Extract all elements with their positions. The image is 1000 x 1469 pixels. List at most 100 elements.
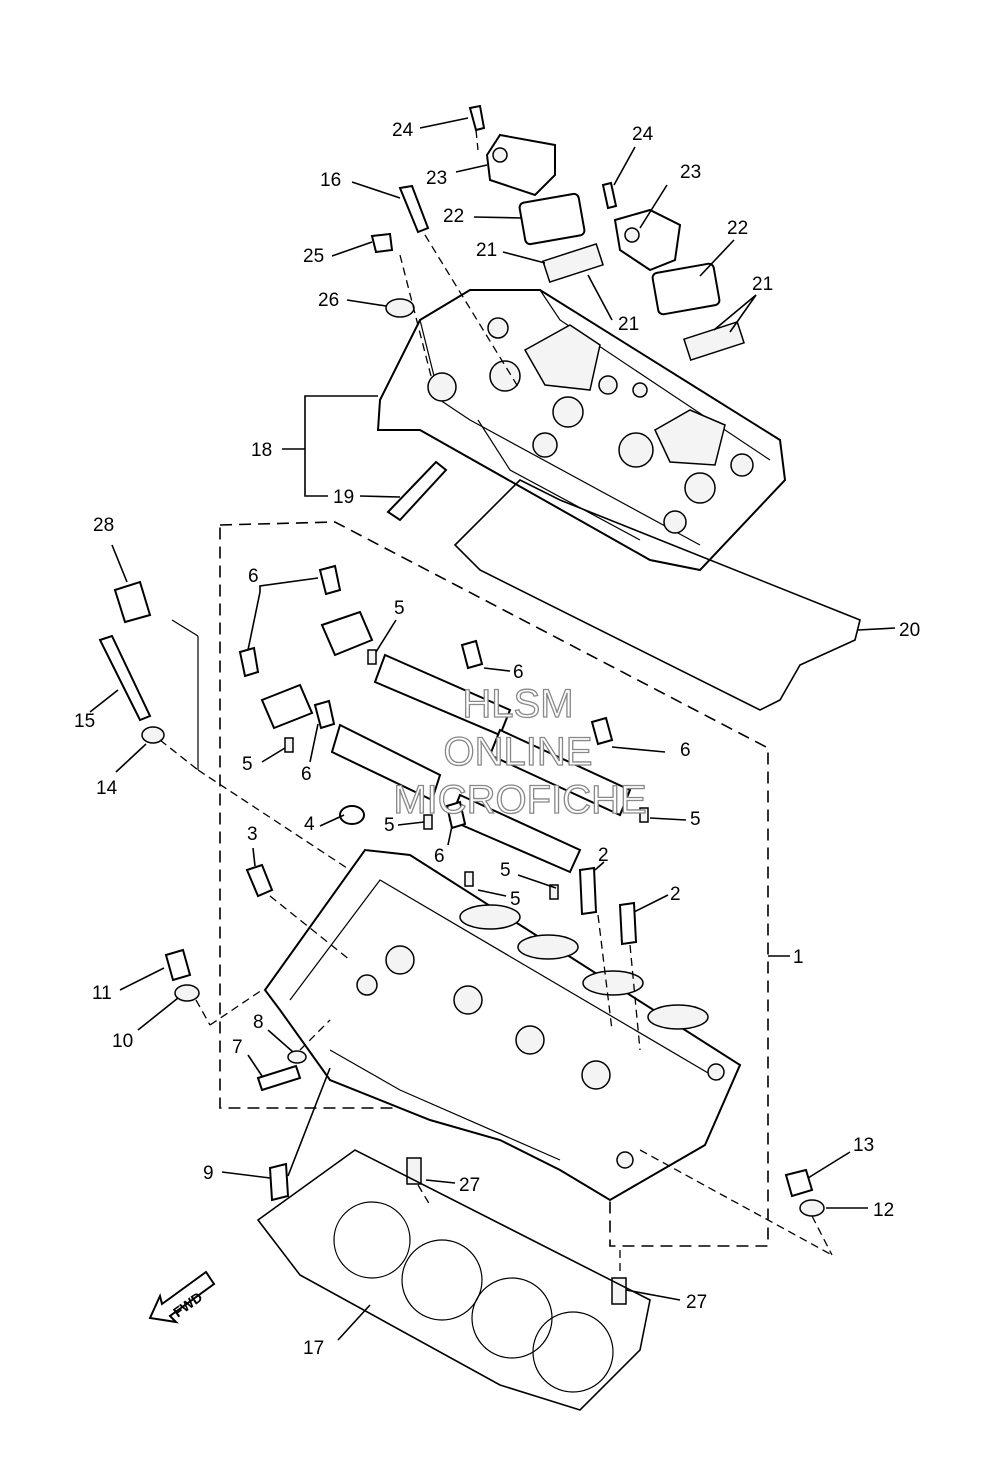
pin-5-f: [549, 884, 559, 900]
callout-12: 12: [873, 1200, 894, 1221]
callout-6: 6: [513, 662, 524, 683]
callout-24: 24: [392, 120, 414, 141]
bolt-6-a: [318, 564, 342, 596]
plug-cover-left: [485, 133, 556, 197]
callout-21: 21: [476, 240, 497, 261]
watermark-line-1: HLSM: [462, 682, 573, 726]
callout-1: 1: [793, 947, 804, 968]
callout-5: 5: [690, 809, 701, 830]
callout-10: 10: [112, 1031, 133, 1052]
bolt-28: [113, 580, 152, 624]
callout-4: 4: [304, 814, 315, 835]
callout-6: 6: [248, 566, 259, 587]
assembly-boundary: [219, 521, 769, 1247]
callout-23: 23: [680, 162, 701, 183]
bolt-24a: [468, 104, 486, 132]
callout-14: 14: [96, 778, 118, 799]
callout-11: 11: [92, 983, 112, 1004]
bolt-6-e: [590, 716, 614, 746]
callout-2: 2: [670, 884, 681, 905]
bolt-6-c: [460, 639, 484, 670]
pin-5-e: [464, 871, 474, 887]
callout-5: 5: [242, 754, 253, 775]
damper-left: [542, 242, 604, 284]
stud-9: [268, 1162, 290, 1202]
callout-15: 15: [74, 711, 95, 732]
callout-25: 25: [303, 246, 324, 267]
callout-6: 6: [301, 764, 312, 785]
damper-right: [683, 320, 745, 362]
callout-2: 2: [598, 845, 609, 866]
callout-5: 5: [500, 860, 511, 881]
cam-cap-left: [260, 683, 314, 730]
washer-14: [141, 726, 165, 744]
guide-2a: [578, 866, 598, 916]
callout-26: 26: [318, 290, 339, 311]
cylinder-head: [263, 848, 742, 1202]
callout-21: 21: [752, 274, 773, 295]
washer-10: [174, 984, 200, 1002]
plug-cover-right: [613, 208, 682, 272]
callout-28: 28: [93, 515, 114, 536]
camshaft-right-1: [488, 728, 632, 817]
watermark-line-3: MICROFICHE: [393, 778, 646, 822]
callout-17: 17: [303, 1338, 324, 1359]
callout-20: 20: [899, 620, 920, 641]
cylinder-head-cover: [376, 289, 787, 572]
spark-plug-16: [398, 184, 430, 234]
pin-5-b: [284, 737, 294, 753]
plug-4: [339, 805, 365, 825]
dowel-27b: [611, 1277, 627, 1305]
guide-3: [245, 863, 274, 898]
nut-13: [784, 1168, 814, 1198]
watermark-line-2: ONLINE: [444, 730, 593, 774]
leader-lines: [89, 117, 896, 1341]
guide-lines-dashed: [159, 129, 833, 1276]
callout-5: 5: [394, 598, 405, 619]
callout-5: 5: [384, 815, 395, 836]
cam-cap-upper: [320, 610, 374, 657]
callout-7: 7: [232, 1037, 243, 1058]
callout-5: 5: [510, 889, 521, 910]
fwd-arrow-icon: FWD: [148, 1270, 216, 1324]
bolt-6-d: [313, 699, 336, 730]
washer-8: [287, 1050, 307, 1064]
head-gasket: [256, 1149, 651, 1411]
callout-9: 9: [203, 1163, 214, 1184]
callout-24: 24: [632, 124, 654, 145]
watermark: HLSM ONLINE MICROFICHE: [393, 681, 648, 822]
bolt-25: [370, 232, 394, 254]
callout-16: 16: [320, 170, 341, 191]
bolt-7: [256, 1064, 302, 1092]
callout-21: 21: [618, 314, 639, 335]
washer-26: [385, 298, 415, 318]
washer-12: [799, 1199, 825, 1217]
bolt-15: [98, 634, 152, 722]
callout-19: 19: [333, 487, 354, 508]
callout-22: 22: [727, 218, 748, 239]
clip-19: [386, 460, 448, 522]
callout-labels: 24 23 16 22 21 25 26 21 24 23 22 21 18 1…: [74, 120, 920, 1359]
pin-5-a: [367, 649, 377, 665]
callout-8: 8: [253, 1012, 264, 1033]
callout-23: 23: [426, 168, 447, 189]
callout-3: 3: [247, 824, 258, 845]
bolt-6-f: [445, 800, 467, 830]
callout-27: 27: [459, 1175, 480, 1196]
callout-22: 22: [443, 206, 464, 227]
callout-18: 18: [251, 440, 272, 461]
sleeve-11: [164, 948, 192, 982]
bolt-6-b: [238, 646, 260, 678]
bolt-24b: [601, 181, 618, 210]
pin-5-d: [639, 807, 649, 823]
callout-13: 13: [853, 1135, 874, 1156]
camshaft-left: [330, 723, 442, 802]
seal-plate-left: [518, 192, 586, 246]
callout-6: 6: [680, 740, 691, 761]
callout-6: 6: [434, 846, 445, 867]
callout-27: 27: [686, 1292, 707, 1313]
seal-plate-right: [651, 262, 721, 316]
cover-gasket: [453, 479, 861, 711]
guide-2b: [618, 901, 638, 946]
